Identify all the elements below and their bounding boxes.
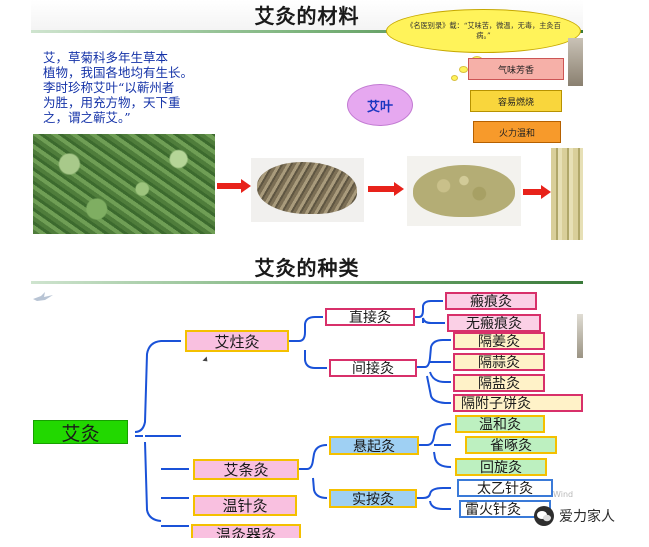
slide-title: 艾灸的种类 xyxy=(254,256,360,280)
title-underline xyxy=(31,281,583,284)
quote-callout-bubble: 《名医别录》载：“艾味苦，微温，无毒，主灸百病。” xyxy=(386,9,581,53)
arrow-right-icon xyxy=(368,182,404,196)
wechat-logo-icon xyxy=(534,506,554,526)
slide-types: 艾灸的种类 xyxy=(31,246,583,538)
node-salt-moxa: 隔盐灸 xyxy=(453,374,545,392)
arrow-right-icon xyxy=(523,185,551,199)
faint-watermark-text: Wind xyxy=(553,490,574,499)
intro-text: 艾，草菊科多年生草本 植物，我国各地均有生长。 李时珍称艾叶“以蕲州者 为胜，用… xyxy=(43,50,194,125)
node-sparrow-pecking-moxa: 雀啄灸 xyxy=(465,436,557,454)
node-moxa-stick: 艾条灸 xyxy=(193,459,299,480)
callout-tail-dot xyxy=(451,75,458,81)
moxa-sticks-photo xyxy=(551,148,583,240)
property-gentle-fire: 火力温和 xyxy=(473,121,561,143)
property-fragrant: 气味芳香 xyxy=(468,58,564,80)
cropped-photo-edge xyxy=(568,38,583,86)
node-garlic-moxa: 隔蒜灸 xyxy=(453,353,545,371)
callout-tail-dot xyxy=(459,66,468,73)
node-scarring-moxa: 瘢痕灸 xyxy=(445,292,537,310)
bird-icon xyxy=(33,292,53,301)
node-circling-moxa: 回旋灸 xyxy=(455,458,547,476)
cropped-photo-edge xyxy=(577,314,583,358)
node-ginger-moxa: 隔姜灸 xyxy=(453,332,545,350)
wechat-watermark: 爱力家人 xyxy=(534,503,644,529)
node-non-scarring-moxa: 无瘢痕灸 xyxy=(447,314,541,332)
property-easy-burn: 容易燃烧 xyxy=(470,90,562,112)
arrow-right-icon xyxy=(217,179,251,193)
node-mild-moxa: 温和灸 xyxy=(455,415,545,433)
node-taiyi-needle-moxa: 太乙针灸 xyxy=(457,479,553,497)
node-pressing-moxa: 实按灸 xyxy=(329,489,417,508)
node-aconite-cake-moxa: 隔附子饼灸 xyxy=(453,394,583,412)
dried-leaves-pile xyxy=(257,162,357,214)
node-suspended-moxa: 悬起灸 xyxy=(329,436,419,455)
node-moxa-device: 温灸器灸 xyxy=(191,524,301,538)
root-node: 艾灸 xyxy=(33,420,128,444)
node-thunder-fire-moxa: 雷火针灸 xyxy=(459,500,551,518)
title-underline xyxy=(31,30,583,33)
node-warm-needle: 温针灸 xyxy=(193,495,297,516)
node-indirect-moxa: 间接灸 xyxy=(329,359,417,377)
node-direct-moxa: 直接灸 xyxy=(325,308,415,326)
slide-materials: 艾灸的材料 《名医别录》载：“艾味苦，微温，无毒，主灸百病。” 艾，草菊科多年生… xyxy=(31,0,583,246)
node-moxa-cone: 艾炷灸 xyxy=(185,330,289,352)
watermark-text: 爱力家人 xyxy=(559,509,615,525)
mugwort-plant-photo xyxy=(33,134,215,234)
tree-connectors xyxy=(134,300,452,527)
moxa-wool-pile xyxy=(413,165,515,217)
mugwort-leaf-oval: 艾叶 xyxy=(347,84,413,126)
